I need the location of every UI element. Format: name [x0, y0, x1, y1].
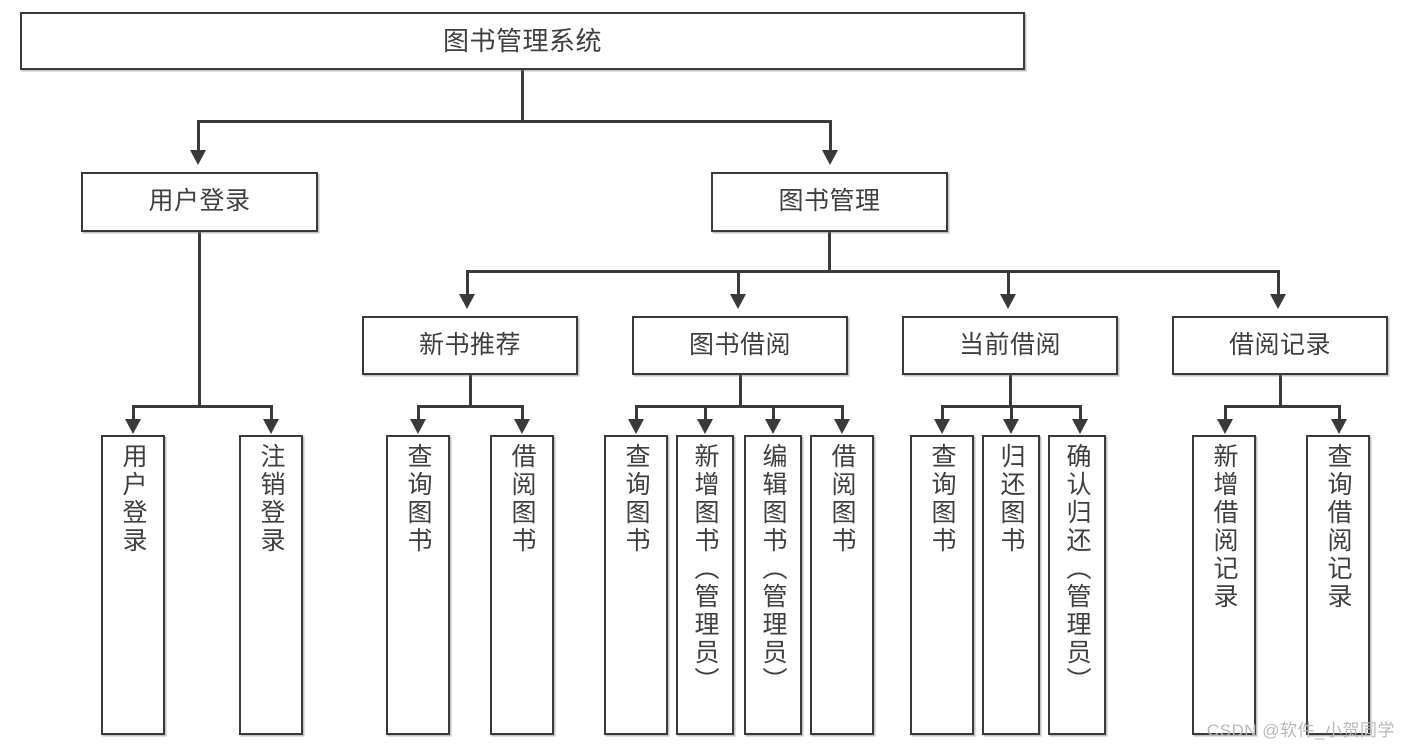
arrowhead-level3-1	[459, 294, 475, 309]
arrowhead-book-borrow-2	[697, 419, 713, 434]
node-root-book-management-system[interactable]: 图书管理系统	[20, 12, 1025, 70]
node-user-login[interactable]: 用户登录	[81, 172, 318, 232]
arrowhead-current-borrow-3	[1072, 419, 1088, 434]
connector-book-borrow-drop-3	[772, 405, 775, 421]
connector-borrow-record-bus	[1224, 405, 1340, 408]
connector-current-borrow-drop-1	[941, 405, 944, 421]
connector-user-login-drop-1	[132, 405, 135, 421]
node-label: 新增借阅记录	[1210, 443, 1238, 611]
node-leaf-confirm-return-admin[interactable]: 确认归还（管理员）	[1048, 435, 1106, 735]
node-label: 图书管理	[778, 187, 881, 216]
connector-new-book-bus	[417, 405, 522, 408]
arrowhead-borrow-record-2	[1331, 419, 1347, 434]
connector-book-management-stem	[828, 232, 831, 270]
arrowhead-level3-3	[1000, 294, 1016, 309]
node-label: 用户登录	[119, 443, 147, 555]
node-leaf-query-borrow-record[interactable]: 查询借阅记录	[1306, 435, 1370, 735]
node-label: 查询图书	[622, 443, 650, 555]
node-leaf-logout[interactable]: 注销登录	[239, 435, 303, 735]
node-book-borrow[interactable]: 图书借阅	[632, 316, 848, 375]
node-label: 用户登录	[148, 187, 251, 216]
connector-level3-drop-3	[1007, 270, 1010, 296]
connector-level2-drop-2	[829, 120, 832, 152]
connector-user-login-bus	[132, 405, 271, 408]
node-label: 借阅图书	[508, 443, 536, 555]
node-book-management[interactable]: 图书管理	[711, 172, 948, 232]
arrowhead-book-borrow-1	[628, 419, 644, 434]
node-leaf-add-book-admin[interactable]: 新增图书（管理员）	[676, 435, 734, 735]
connector-borrow-record-drop-1	[1224, 405, 1227, 421]
node-leaf-user-login[interactable]: 用户登录	[101, 435, 165, 735]
connector-level3-drop-2	[737, 270, 740, 296]
node-label: 借阅记录	[1228, 330, 1331, 359]
node-label: 借阅图书	[828, 443, 856, 555]
node-leaf-edit-book-admin[interactable]: 编辑图书（管理员）	[744, 435, 802, 735]
connector-borrow-record-drop-2	[1338, 405, 1341, 421]
arrowhead-current-borrow-2	[1003, 419, 1019, 434]
arrowhead-level3-4	[1270, 294, 1286, 309]
connector-new-book-drop-1	[417, 405, 420, 421]
connector-level3-bus	[466, 270, 1280, 273]
node-label: 图书借阅	[688, 330, 791, 359]
arrowhead-user-login-1	[125, 419, 141, 434]
arrowhead-book-borrow-4	[834, 419, 850, 434]
connector-borrow-record-stem	[1279, 375, 1282, 405]
node-label: 新书推荐	[418, 330, 521, 359]
arrowhead-borrow-record-1	[1217, 419, 1233, 434]
watermark-csdn: CSDN @软件_小贺同学	[1206, 721, 1395, 740]
node-leaf-query-book-newbook[interactable]: 查询图书	[386, 435, 450, 735]
node-leaf-add-borrow-record[interactable]: 新增借阅记录	[1192, 435, 1256, 735]
node-label: 当前借阅	[958, 330, 1061, 359]
arrowhead-level2-1	[190, 150, 206, 165]
connector-current-borrow-drop-3	[1079, 405, 1082, 421]
node-leaf-query-book-borrow[interactable]: 查询图书	[604, 435, 668, 735]
arrowhead-user-login-2	[263, 419, 279, 434]
connector-level3-drop-1	[466, 270, 469, 296]
node-label: 注销登录	[257, 443, 285, 555]
connector-user-login-drop-2	[270, 405, 273, 421]
node-label: 查询借阅记录	[1324, 443, 1352, 611]
arrowhead-level3-2	[730, 294, 746, 309]
node-label: 查询图书	[928, 443, 956, 555]
arrowhead-book-borrow-3	[765, 419, 781, 434]
node-current-borrow[interactable]: 当前借阅	[902, 316, 1118, 375]
connector-book-borrow-bus	[635, 405, 843, 408]
connector-current-borrow-drop-2	[1010, 405, 1013, 421]
connector-current-borrow-stem	[1009, 375, 1012, 405]
node-new-book-recommend[interactable]: 新书推荐	[362, 316, 578, 375]
connector-book-borrow-drop-1	[635, 405, 638, 421]
node-label: 归还图书	[997, 443, 1025, 555]
node-leaf-borrow-book[interactable]: 借阅图书	[810, 435, 874, 735]
connector-root-stem	[521, 70, 524, 120]
arrowhead-new-book-1	[410, 419, 426, 434]
connector-level2-drop-1	[197, 120, 200, 152]
arrowhead-level2-2	[822, 150, 838, 165]
node-leaf-borrow-book-newbook[interactable]: 借阅图书	[490, 435, 554, 735]
node-label: 编辑图书（管理员）	[759, 443, 787, 695]
node-label: 图书管理系统	[442, 25, 602, 56]
connector-new-book-drop-2	[521, 405, 524, 421]
node-label: 新增图书（管理员）	[691, 443, 719, 695]
node-leaf-query-book-current[interactable]: 查询图书	[910, 435, 974, 735]
node-label: 确认归还（管理员）	[1063, 443, 1091, 695]
node-leaf-return-book[interactable]: 归还图书	[982, 435, 1040, 735]
arrowhead-current-borrow-1	[934, 419, 950, 434]
connector-new-book-stem	[469, 375, 472, 405]
connector-book-borrow-drop-2	[704, 405, 707, 421]
connector-book-borrow-stem	[739, 375, 742, 405]
node-borrow-record[interactable]: 借阅记录	[1172, 316, 1388, 375]
connector-user-login-stem	[198, 232, 201, 405]
connector-book-borrow-drop-4	[841, 405, 844, 421]
connector-level2-bus	[197, 120, 831, 123]
connector-level3-drop-4	[1277, 270, 1280, 296]
arrowhead-new-book-2	[514, 419, 530, 434]
node-label: 查询图书	[404, 443, 432, 555]
